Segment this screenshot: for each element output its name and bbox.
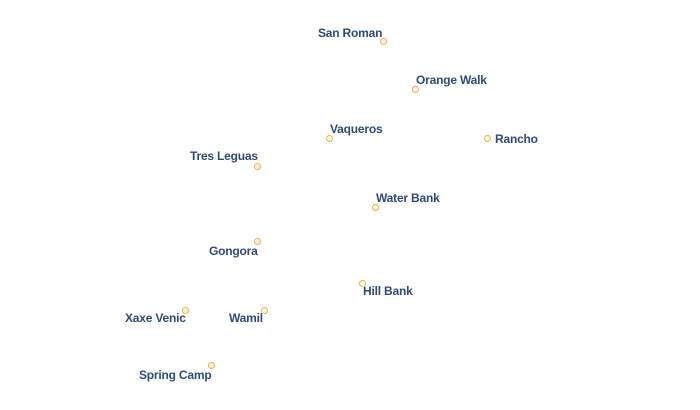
place-label: Water Bank — [376, 191, 440, 205]
place-label: Spring Camp — [139, 368, 212, 382]
place-marker[interactable] — [207, 361, 215, 369]
place-marker[interactable] — [411, 85, 419, 93]
place-marker[interactable] — [181, 306, 189, 314]
place-marker[interactable] — [253, 237, 261, 245]
place-label: Tres Leguas — [190, 149, 258, 163]
place-marker[interactable] — [325, 134, 333, 142]
place-marker[interactable] — [379, 37, 387, 45]
place-label: Wamil — [229, 311, 263, 325]
place-label: Xaxe Venic — [125, 311, 186, 325]
place-marker[interactable] — [253, 162, 261, 170]
place-label: Vaqueros — [330, 122, 383, 136]
place-label: Orange Walk — [416, 73, 487, 87]
place-marker[interactable] — [483, 134, 491, 142]
place-marker[interactable] — [371, 203, 379, 211]
place-label: San Roman — [318, 26, 383, 40]
place-label: Hill Bank — [363, 284, 413, 298]
place-label: Rancho — [495, 132, 538, 146]
place-label: Gongora — [209, 244, 258, 258]
place-marker[interactable] — [358, 279, 366, 287]
place-marker[interactable] — [260, 306, 268, 314]
